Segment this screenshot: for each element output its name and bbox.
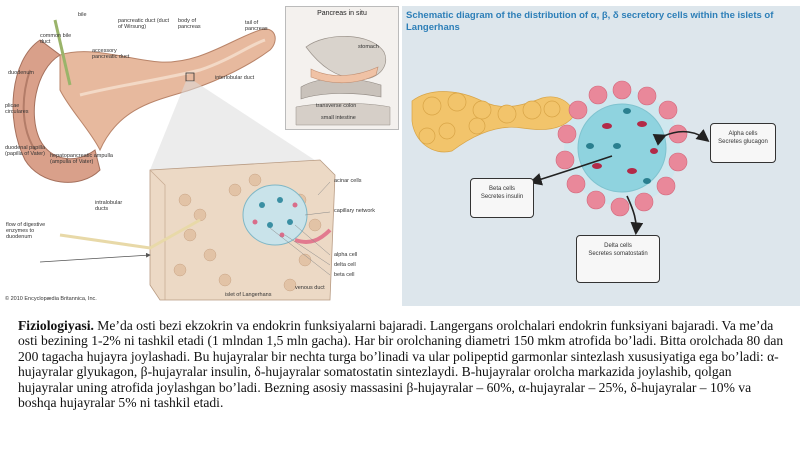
label-acinar-cells: acinar cells	[334, 178, 362, 184]
islet-schematic-drawing	[411, 80, 710, 236]
physiology-paragraph: Fiziologiyasi. Me’da osti bezi ekzokrin …	[18, 318, 790, 410]
label-islet: islet of Langerhans	[225, 292, 272, 298]
pancreas-in-situ-inset: Pancreas in situ stomach transverse colo…	[285, 6, 399, 130]
label-venous-duct: venous duct	[295, 285, 325, 291]
label-pancreatic-duct: pancreatic duct (duct of Wirsung)	[118, 18, 170, 30]
pancreas-anatomy-drawing	[12, 19, 336, 301]
insitu-label-small-intestine: small intestine	[321, 115, 356, 121]
label-alpha-cell: alpha cell	[334, 252, 358, 258]
label-interlobular-duct: interlobular duct	[215, 75, 255, 81]
delta-cells-desc: Secretes somatostatin	[588, 251, 648, 257]
label-tail-of-pancreas: tail of pancreas	[245, 20, 268, 32]
label-common-bile-duct: common bile duct	[40, 33, 72, 45]
label-intralobular: intralobular ducts	[95, 200, 123, 212]
pancreas-anatomy-illustration: bile common bile duct pancreatic duct (d…	[0, 0, 400, 305]
delta-cells-name: Delta cells	[604, 243, 632, 249]
alpha-cells-name: Alpha cells	[728, 131, 758, 137]
alpha-cells-desc: Secretes glucagon	[718, 139, 768, 145]
alpha-cells-box: Alpha cells Secretes glucagon	[710, 123, 776, 163]
schematic-title: Schematic diagram of the distribution of…	[406, 10, 774, 33]
beta-cells-box: Beta cells Secretes insulin	[470, 178, 534, 218]
label-delta-cell: delta cell	[334, 262, 356, 268]
insitu-label-transverse: transverse colon	[316, 103, 357, 109]
label-plicae: plicae circulares	[5, 103, 29, 115]
label-flow: flow of digestive enzymes to duodenum	[6, 222, 46, 240]
label-duodenum: duodenum	[8, 70, 34, 76]
label-bile: bile	[78, 12, 87, 18]
insitu-drawing	[295, 36, 391, 126]
paragraph-heading: Fiziologiyasi.	[18, 318, 94, 333]
insitu-title: Pancreas in situ	[317, 10, 367, 17]
label-beta-cell: beta cell	[334, 272, 355, 278]
label-accessory-duct: accessory pancreatic duct	[92, 48, 130, 60]
beta-cells-desc: Secretes insulin	[480, 194, 524, 200]
delta-cells-box: Delta cells Secretes somatostatin	[576, 235, 660, 283]
paragraph-body: Me’da osti bezi ekzokrin va endokrin fun…	[18, 318, 784, 411]
insitu-label-stomach: stomach	[358, 44, 379, 50]
label-body-of-pancreas: body of pancreas	[178, 18, 201, 30]
copyright: © 2010 Encyclopædia Britannica, Inc.	[5, 296, 97, 302]
label-capillary-network: capillary network	[334, 208, 375, 214]
label-ampulla: hepatopancreatic ampulla (ampulla of Vat…	[50, 153, 113, 165]
beta-cells-name: Beta cells	[488, 186, 515, 192]
islet-schematic-panel: Schematic diagram of the distribution of…	[402, 6, 800, 306]
label-duodenal-papilla: duodenal papilla (papilla of Vater)	[5, 145, 46, 157]
